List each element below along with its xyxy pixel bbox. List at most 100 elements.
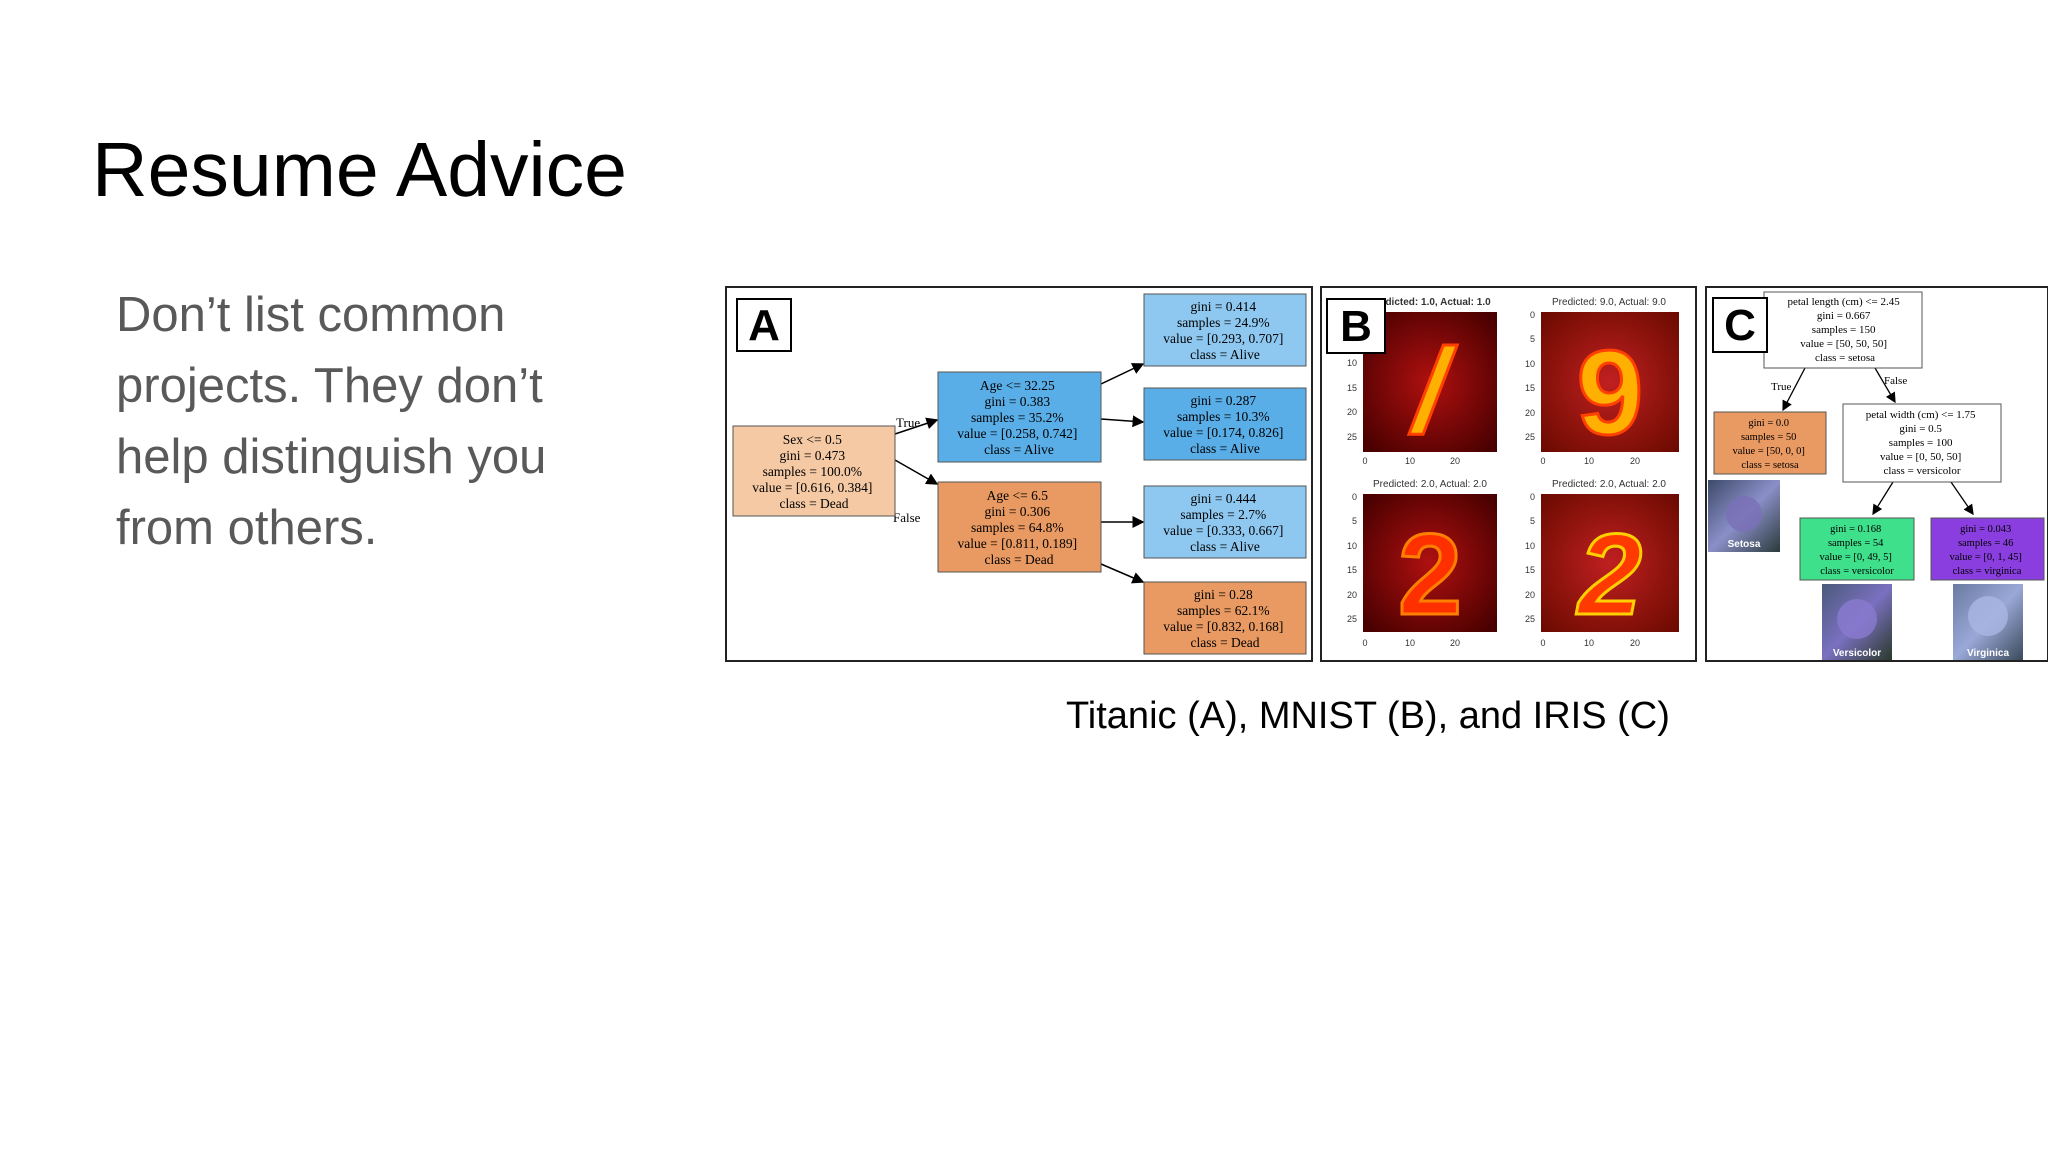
tree-a-root-line: class = Dead	[779, 496, 848, 511]
tree-a-mid-top-line: gini = 0.383	[984, 394, 1050, 409]
mnist-ytick: 0	[1530, 492, 1535, 502]
mnist-ytick: 5	[1530, 334, 1535, 344]
tree-a-leaf-1-line: class = Alive	[1190, 347, 1260, 362]
panel-a-titanic: A True False Sex <= 0.5 gini = 0.473 sam…	[725, 286, 1313, 662]
tree-c-mid-line: gini = 0.5	[1899, 423, 1942, 435]
mnist-digit-2: 9	[1577, 326, 1644, 460]
tree-a-leaf-4-line: value = [0.832, 0.168]	[1163, 619, 1283, 634]
edge-c-true	[1782, 367, 1806, 412]
tree-c-leaf-setosa-line: class = setosa	[1741, 460, 1799, 471]
mnist-title-4: Predicted: 2.0, Actual: 2.0	[1552, 479, 1666, 490]
tree-a-leaf-4	[1143, 581, 1307, 655]
tree-a-leaf-1-line: value = [0.293, 0.707]	[1163, 331, 1283, 346]
tree-a-root-line: samples = 100.0%	[763, 464, 862, 479]
tree-a-mid-top-line: value = [0.258, 0.742]	[957, 426, 1077, 441]
mnist-image-3	[1363, 494, 1497, 632]
panel-c-label: C	[1724, 301, 1756, 350]
tree-c-leaf-virginica-line: gini = 0.043	[1960, 524, 2011, 535]
edge-c-false	[1874, 367, 1896, 404]
tree-a-mid-top-node	[937, 371, 1102, 463]
mnist-ytick: 25	[1525, 432, 1535, 442]
tree-a-mid-bottom-line: gini = 0.306	[984, 504, 1050, 519]
tree-a-leaf-4-line: samples = 62.1%	[1177, 603, 1270, 618]
slide-body-text: Don’t list common projects. They don’t h…	[116, 288, 547, 555]
tree-c-mid-line: value = [0, 50, 50]	[1880, 451, 1961, 463]
mnist-xtick: 10	[1584, 456, 1594, 466]
tree-a-root-text: Sex <= 0.5 gini = 0.473 samples = 100.0%…	[752, 432, 875, 511]
panel-a-label: A	[748, 301, 780, 350]
tree-a-leaf-2-line: samples = 10.3%	[1177, 409, 1270, 424]
tree-a-leaf-1	[1143, 293, 1307, 367]
tree-c-leaf-versicolor-line: class = versicolor	[1820, 566, 1894, 577]
mnist-yticks-4: 0 5 10 15 20 25	[1525, 492, 1535, 624]
figure-caption: Titanic (A), MNIST (B), and IRIS (C)	[1066, 695, 1670, 737]
edge-a-2	[1100, 415, 1145, 428]
mnist-xtick: 20	[1450, 638, 1460, 648]
mnist-xtick: 10	[1584, 638, 1594, 648]
panel-b-label: B	[1340, 302, 1372, 351]
mnist-ytick: 20	[1525, 590, 1535, 600]
tree-c-leaf-setosa	[1713, 411, 1827, 475]
tree-a-mid-bottom-line: Age <= 6.5	[987, 488, 1049, 503]
tree-c-leaf-versicolor-line: gini = 0.168	[1830, 524, 1881, 535]
tree-c-leaf-setosa-line: gini = 0.0	[1748, 418, 1789, 429]
tree-a-mid-bottom-line: class = Dead	[984, 552, 1053, 567]
mnist-ytick: 10	[1525, 541, 1535, 551]
mnist-xticks-3: 0 10 20	[1362, 638, 1460, 648]
mnist-xtick: 20	[1630, 638, 1640, 648]
tree-c-mid-node	[1842, 403, 2002, 483]
tree-c-root-text: petal length (cm) <= 2.45 gini = 0.667 s…	[1787, 296, 1902, 364]
mnist-ytick: 25	[1347, 432, 1357, 442]
mnist-xticks-2: 0 10 20	[1540, 456, 1640, 466]
mnist-ytick: 0	[1530, 310, 1535, 320]
edge-c-false-label: False	[1884, 375, 1907, 387]
iris-setosa-caption: Setosa	[1728, 539, 1761, 550]
edge-a-4	[1100, 563, 1145, 584]
mnist-ytick: 25	[1525, 614, 1535, 624]
tree-c-mid-text: petal width (cm) <= 1.75 gini = 0.5 samp…	[1866, 409, 1979, 477]
mnist-xtick: 0	[1362, 456, 1367, 466]
panel-b-label-box	[1326, 298, 1386, 354]
mnist-ytick: 10	[1525, 359, 1535, 369]
iris-versicolor-petal	[1837, 599, 1877, 639]
mnist-digit-4: 2	[1576, 511, 1642, 639]
mnist-image-2	[1541, 312, 1679, 452]
tree-a-leaf-1-line: samples = 24.9%	[1177, 315, 1270, 330]
edge-a-1	[1100, 363, 1145, 385]
tree-a-root-line: gini = 0.473	[779, 448, 845, 463]
tree-a-root-line: Sex <= 0.5	[783, 432, 842, 447]
tree-a-root-line: value = [0.616, 0.384]	[752, 480, 872, 495]
mnist-xtick: 0	[1362, 638, 1367, 648]
mnist-ytick: 10	[1347, 541, 1357, 551]
tree-c-root-line: petal length (cm) <= 2.45	[1787, 296, 1900, 308]
edge-a-root-true	[894, 417, 939, 435]
tree-c-root-line: gini = 0.667	[1817, 310, 1871, 322]
mnist-xtick: 20	[1630, 456, 1640, 466]
tree-a-leaf-4-text: gini = 0.28 samples = 62.1% value = [0.8…	[1163, 587, 1286, 650]
tree-c-leaf-virginica	[1930, 517, 2045, 581]
mnist-ytick: 15	[1525, 383, 1535, 393]
mnist-ytick: 5	[1352, 516, 1357, 526]
tree-a-leaf-1-text: gini = 0.414 samples = 24.9% value = [0.…	[1163, 299, 1286, 362]
mnist-digit-3: 2	[1398, 511, 1462, 639]
edge-c-virginica	[1950, 481, 1974, 516]
tree-c-mid-line: petal width (cm) <= 1.75	[1866, 409, 1976, 421]
mnist-yticks-3: 0 5 10 15 20 25	[1347, 492, 1357, 624]
mnist-yticks-2: 0 5 10 15 20 25	[1525, 310, 1535, 442]
mnist-xtick: 0	[1540, 638, 1545, 648]
tree-c-mid-line: class = versicolor	[1883, 465, 1960, 477]
mnist-title-3: Predicted: 2.0, Actual: 2.0	[1373, 479, 1487, 490]
iris-setosa-petal	[1726, 496, 1762, 532]
tree-c-leaf-versicolor	[1799, 517, 1915, 581]
tree-a-leaf-3	[1143, 485, 1307, 559]
mnist-xtick: 0	[1540, 456, 1545, 466]
tree-c-leaf-virginica-line: value = [0, 1, 45]	[1949, 552, 2021, 563]
panel-c-label-box	[1712, 297, 1768, 353]
iris-virginica-petal	[1968, 596, 2008, 636]
tree-a-leaf-3-line: gini = 0.444	[1190, 491, 1256, 506]
tree-a-leaf-4-line: gini = 0.28	[1194, 587, 1253, 602]
iris-virginica-caption: Virginica	[1967, 648, 2009, 659]
tree-a-leaf-2-line: value = [0.174, 0.826]	[1163, 425, 1283, 440]
tree-a-leaf-3-line: value = [0.333, 0.667]	[1163, 523, 1283, 538]
tree-c-leaf-setosa-line: value = [50, 0, 0]	[1732, 446, 1804, 457]
